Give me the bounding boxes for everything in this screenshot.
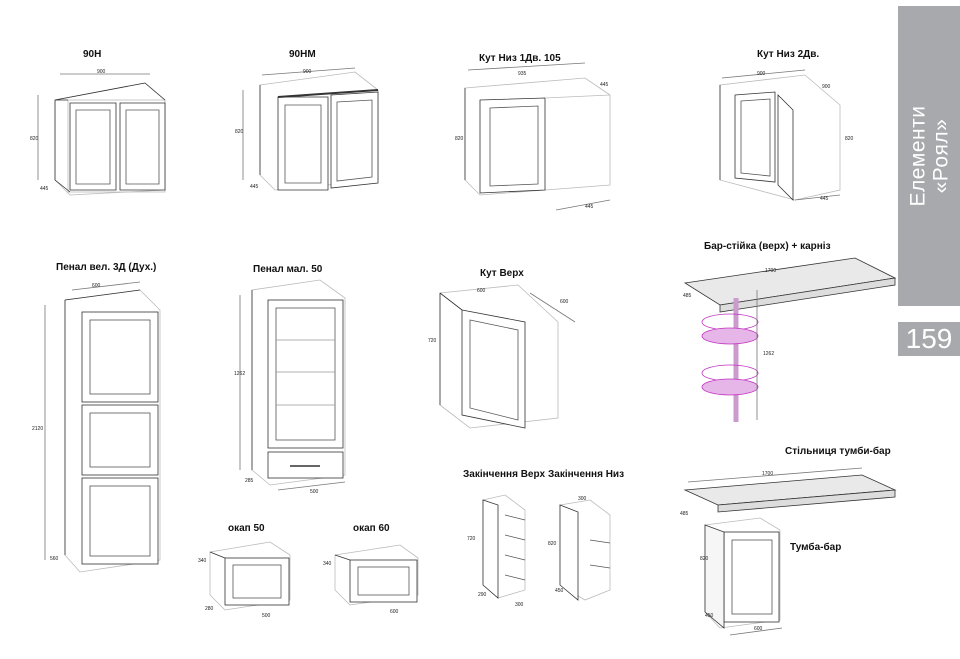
bar-cabinet (704, 517, 783, 636)
cabinet-tall-3d (44, 281, 161, 573)
dim: 1700 (765, 268, 776, 274)
cabinet-corner-low-1d (464, 62, 611, 211)
dim: 820 (235, 129, 244, 135)
dim: 445 (820, 196, 829, 202)
label-bar-worktop: Стільниця тумби-бар (785, 446, 891, 457)
label-end-bottom: Закінчення Низ (548, 469, 625, 480)
technical-drawings: 900 820 445 900 820 445 935 445 820 445 … (30, 62, 897, 636)
dim: 500 (262, 613, 271, 619)
hood-60 (334, 544, 419, 606)
end-panel-bottom (559, 499, 611, 601)
dim: 445 (600, 82, 609, 88)
hood-50 (209, 541, 291, 611)
page-number: 159 (898, 322, 960, 356)
dim: 485 (680, 511, 689, 517)
dim: 600 (754, 626, 763, 632)
dim: 300 (515, 602, 524, 608)
cabinet-corner-top (439, 284, 576, 429)
side-panel (898, 6, 960, 306)
cabinet-corner-low-2d (719, 69, 841, 201)
dim: 445 (585, 204, 594, 210)
dim: 560 (50, 556, 59, 562)
label-end-top: Закінчення Верх (463, 469, 546, 480)
label-corner-low-2d: Кут Низ 2Дв. (757, 49, 820, 60)
dim: 720 (467, 536, 476, 542)
dim: 300 (578, 496, 587, 502)
dim: 445 (40, 186, 49, 192)
bar-worktop (683, 467, 897, 513)
dim: 820 (845, 136, 854, 142)
dim: 900 (303, 69, 312, 75)
label-small-cabinet: Пенал мал. 50 (253, 264, 323, 275)
label-90h: 90Н (83, 49, 102, 60)
label-corner-low-1d: Кут Низ 1Дв. 105 (479, 53, 561, 64)
dim: 340 (198, 558, 207, 564)
dim: 600 (560, 299, 569, 305)
label-bar-cabinet: Тумба-бар (790, 542, 842, 553)
label-corner-top: Кут Верх (480, 268, 524, 279)
label-hood-60: окап 60 (353, 523, 390, 534)
label-90hm: 90НМ (289, 49, 316, 60)
dim: 900 (97, 69, 106, 75)
dim: 600 (390, 609, 399, 615)
dim: 290 (478, 592, 487, 598)
section-title-line1: Елементи (906, 105, 930, 207)
dim: 285 (245, 478, 254, 484)
dim: 820 (455, 136, 464, 142)
section-title-line2: «Роял» (929, 118, 953, 194)
cabinet-90h (37, 73, 166, 196)
dim: 900 (822, 84, 831, 90)
dim: 1262 (763, 351, 774, 357)
label-bar-counter: Бар-стійка (верх) + карніз (704, 241, 831, 252)
dim: 820 (700, 556, 709, 562)
dim: 600 (92, 283, 101, 289)
dim: 485 (683, 293, 692, 299)
dim: 900 (757, 71, 766, 77)
section-title: Елементи «Роял» (898, 6, 960, 306)
dim: 450 (555, 588, 564, 594)
dim: 340 (323, 561, 332, 567)
cabinet-90hm (242, 67, 379, 191)
dim: 720 (428, 338, 437, 344)
dim: 2120 (32, 426, 43, 432)
dim: 450 (705, 613, 714, 619)
dim: 935 (518, 71, 527, 77)
dim: 600 (477, 288, 486, 294)
cabinet-small-50 (239, 279, 346, 491)
dim: 445 (250, 184, 259, 190)
dim: 820 (30, 136, 39, 142)
label-hood-50: окап 50 (228, 523, 265, 534)
label-tall-cabinet: Пенал вел. 3Д (Дух.) (56, 262, 157, 273)
end-panel-top (482, 494, 526, 599)
bar-counter (683, 257, 897, 422)
dimension-labels: 900 820 445 900 820 445 935 445 820 445 … (30, 69, 854, 632)
dim: 500 (310, 489, 319, 495)
dim: 1700 (762, 471, 773, 477)
dim: 1262 (234, 371, 245, 377)
dim: 820 (548, 541, 557, 547)
dim: 280 (205, 606, 214, 612)
